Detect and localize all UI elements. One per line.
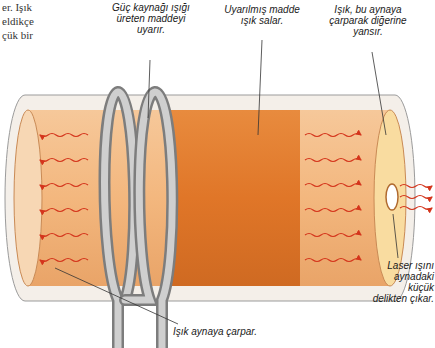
- callout-label: Işık, bu aynaya çarparak diğerine yansır…: [318, 4, 418, 37]
- light-wave: [400, 185, 432, 188]
- callout-label: Güç kaynağı ışığı üreten maddeyi uyarır.: [108, 2, 194, 35]
- light-wave: [305, 184, 361, 187]
- body-text: eldikçe: [2, 14, 52, 28]
- light-wave: [305, 134, 361, 137]
- callout-label: Uyarılmış madde ışık salar.: [222, 4, 302, 26]
- light-wave: [40, 159, 88, 162]
- light-wave: [40, 259, 88, 262]
- light-wave: [305, 259, 361, 262]
- body-text: er. Işık: [2, 0, 52, 14]
- light-wave: [40, 134, 88, 137]
- light-wave: [400, 196, 432, 199]
- light-wave: [305, 209, 361, 212]
- callout-label: Laser ışını aynadaki küçük delikten çıka…: [372, 260, 434, 304]
- light-wave: [305, 234, 361, 237]
- callout-label: Işık aynaya çarpar.: [150, 326, 280, 337]
- light-wave: [40, 234, 88, 237]
- light-wave: [40, 209, 88, 212]
- light-wave: [305, 159, 361, 162]
- body-text: çük bir: [2, 28, 52, 42]
- light-wave: [40, 184, 88, 187]
- light-wave: [400, 207, 432, 210]
